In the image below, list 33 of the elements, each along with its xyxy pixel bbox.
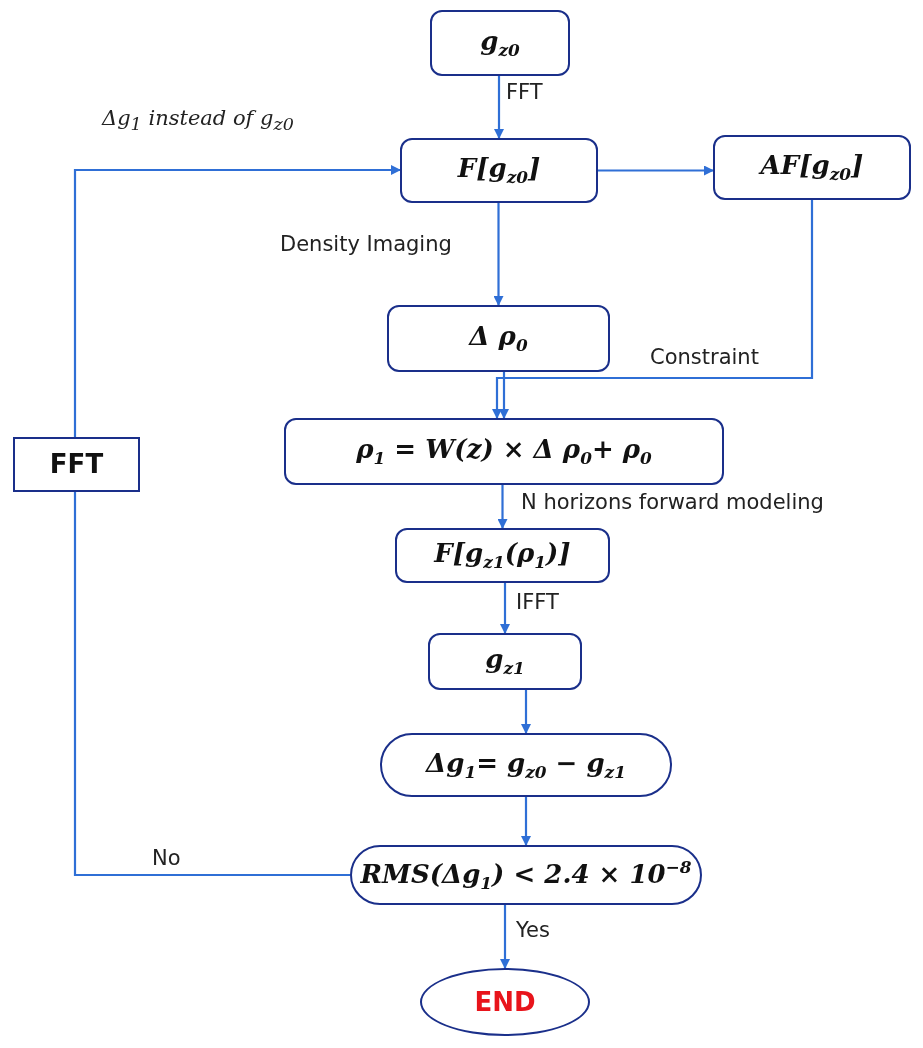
formula-label: Δ ρ$_{0}$ [469,322,528,355]
end-label: END [474,987,536,1017]
process-box [400,138,598,203]
arrow [598,165,714,176]
formula-label: g$_{z0}$ [480,26,520,60]
formula-label: F[g$_{z0}$] [457,154,541,187]
process-box [430,10,570,76]
arrow [497,485,508,529]
formula-label: ρ$_{1}$ = W(z) × Δ ρ$_{0}$+ ρ$_{0}$ [356,435,652,468]
formula-label: AF[g$_{z0}$] [760,151,864,184]
process-box [713,135,911,200]
process-box [387,305,610,372]
arrow [73,165,401,437]
arrow [494,76,504,139]
formula-label: Δg$_{1}$= g$_{z0}$ − g$_{z1}$ [426,748,626,782]
process-box [428,633,582,690]
arrow [521,690,531,734]
formula-label: RMS(Δg$_{1}$) < 2.4 × 10$^{−8}$ [360,857,692,893]
formula-label: F[g$_{z1}$(ρ$_{1}$)] [434,539,571,572]
process-box [284,418,724,485]
arrow [500,583,510,634]
arrow [493,203,504,306]
formula-label: g$_{z1}$ [485,645,525,678]
arrow [521,797,531,846]
connector-line [73,492,350,877]
arrow [492,200,814,419]
arrow [500,905,510,969]
step-label: FFT [49,450,104,479]
process-box [395,528,610,583]
arrow [499,372,509,419]
process-pill [380,733,672,797]
process-box [13,437,140,492]
process-pill [350,845,702,905]
